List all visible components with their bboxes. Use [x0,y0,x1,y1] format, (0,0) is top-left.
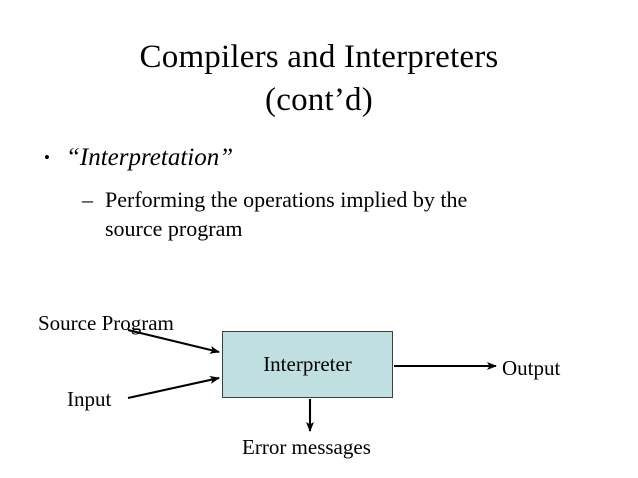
bullet-marker-dash: – [82,187,93,212]
interpreter-box-label: Interpreter [263,352,352,376]
interpreter-process-box: Interpreter [222,331,393,398]
diagram-label-error-messages: Error messages [242,435,371,459]
bullet-text-interpretation: “Interpretation” [66,144,234,171]
diagram-label-source-program: Source Program [38,311,174,335]
title-line-2: (cont’d) [265,81,373,118]
diagram-label-input: Input [67,387,112,411]
bullet-marker-dot: • [44,148,50,167]
title-line-1: Compilers and Interpreters [139,39,499,75]
arrow-source-program-to-interpreter [127,328,220,354]
diagram-label-output: Output [502,356,561,380]
bullet-text-performing-operations: Performing the operations implied by the… [105,187,468,242]
bullet-item-level1: • “Interpretation” [44,142,233,173]
bullet-item-level2: – Performing the operations implied by t… [82,185,512,244]
page-title: Compilers and Interpreters (cont’d) [0,36,638,122]
arrow-input-to-interpreter [127,376,220,400]
